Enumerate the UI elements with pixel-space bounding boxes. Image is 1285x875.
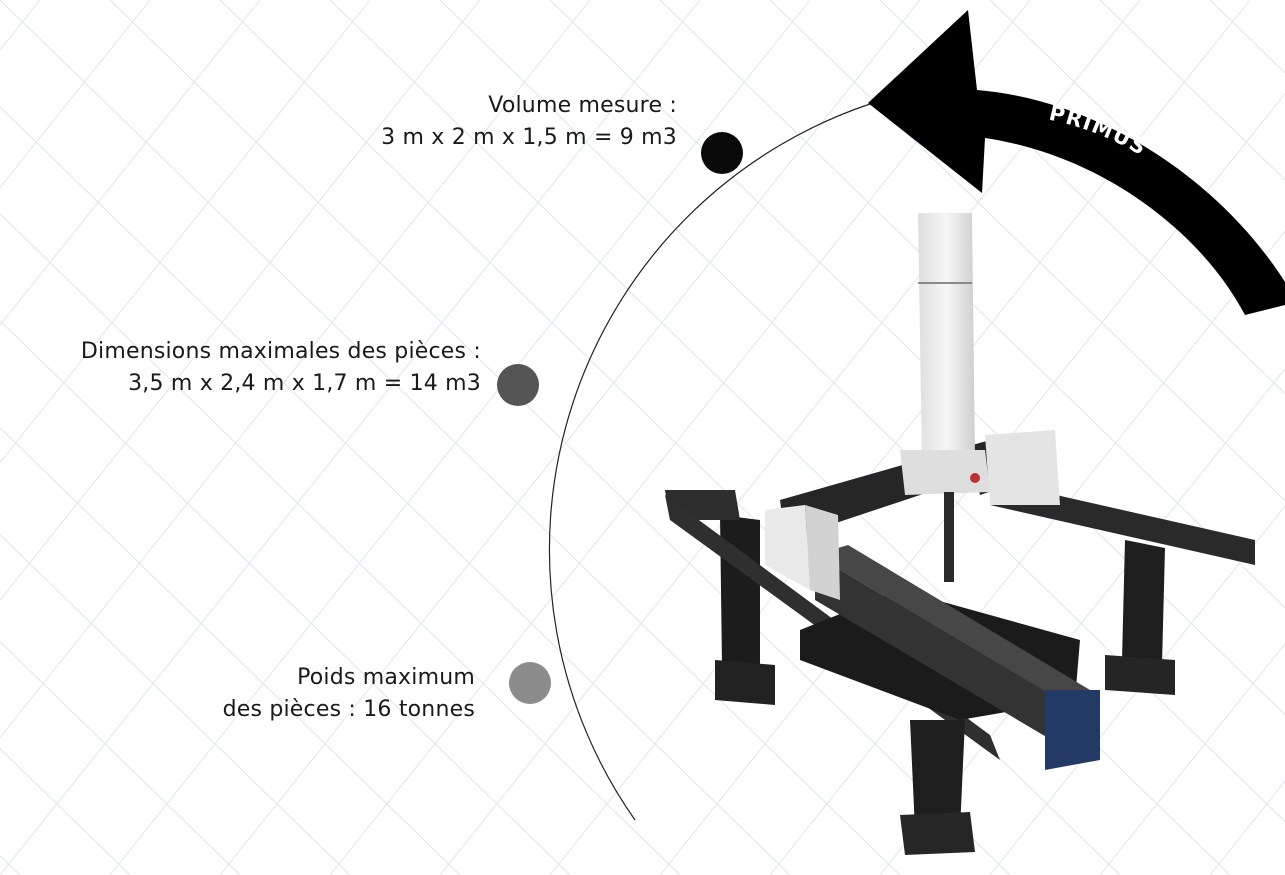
spec-dimensions-value: 3,5 m x 2,4 m x 1,7 m = 14 m3 [128, 371, 481, 396]
spec-dot-dimensions [497, 364, 539, 406]
spec-weight-title: Poids maximum [297, 665, 475, 690]
spec-volume-title: Volume mesure : [488, 93, 677, 118]
spec-arc [548, 103, 871, 821]
spec-dimensions: Dimensions maximales des pièces : 3,5 m … [81, 336, 481, 400]
spec-dot-weight [509, 662, 551, 704]
spec-volume-value: 3 m x 2 m x 1,5 m = 9 m3 [381, 125, 677, 150]
coordinate-measuring-machine [665, 213, 1255, 855]
spec-dot-volume [701, 132, 743, 174]
spec-weight: Poids maximum des pièces : 16 tonnes [223, 662, 475, 726]
spec-volume: Volume mesure : 3 m x 2 m x 1,5 m = 9 m3 [381, 90, 677, 154]
spec-weight-value: des pièces : 16 tonnes [222, 697, 475, 722]
spec-dimensions-title: Dimensions maximales des pièces : [80, 339, 481, 364]
